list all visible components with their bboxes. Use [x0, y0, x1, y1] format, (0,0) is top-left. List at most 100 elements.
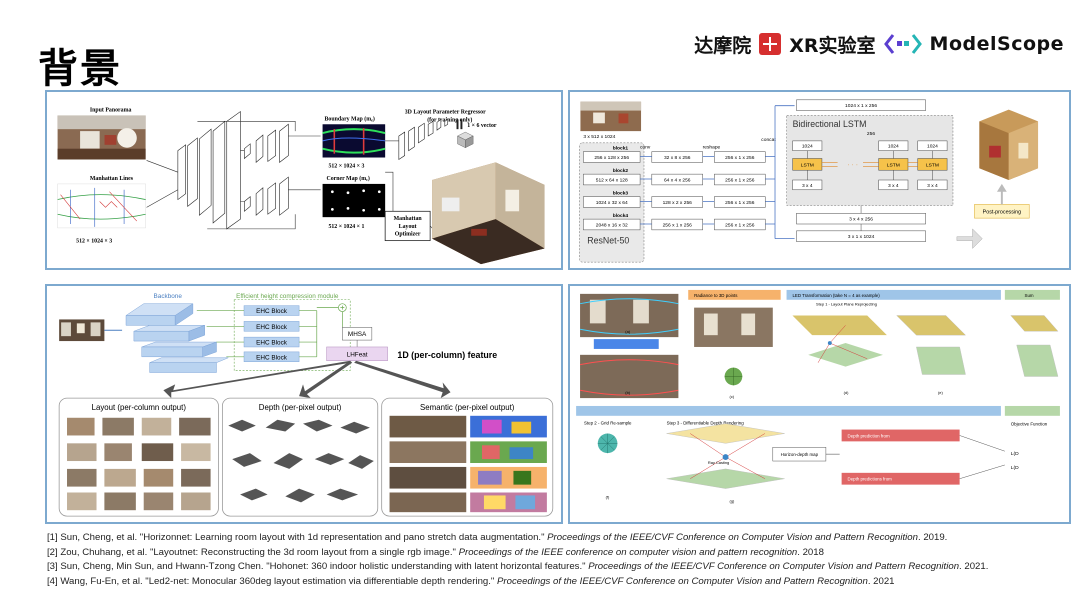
- reference-2: [2] Zou, Chuhang, et al. "Layoutnet: Rec…: [47, 546, 824, 558]
- depth-output-box: Depth (per-pixel output): [221, 397, 379, 517]
- reference-4: [4] Wang, Fu-En, et al. "Led2-net: Monoc…: [47, 575, 895, 587]
- backbone-pyramid: [125, 303, 229, 373]
- svg-text:Post-processing: Post-processing: [983, 210, 1021, 216]
- manhattan-lines-image: [57, 183, 146, 229]
- horizonnet-input-image: [580, 101, 642, 132]
- svg-text:512 x 64 x 128: 512 x 64 x 128: [596, 177, 628, 183]
- layout-output-label: Layout (per-column output): [92, 403, 187, 412]
- led2-pano-c: [694, 307, 773, 347]
- svg-text:64 x 4 x 256: 64 x 4 x 256: [664, 177, 691, 183]
- svg-text:Depth prediction from: Depth prediction from: [848, 433, 890, 438]
- top-feature-box: [796, 99, 926, 111]
- svg-text:Radiance to 3D points: Radiance to 3D points: [694, 293, 738, 298]
- led2net-figure: (a) (b) Radiance to 3D points (c) LED Tr…: [568, 284, 1071, 524]
- led2-header: [786, 289, 1001, 300]
- svg-text:3 x 4: 3 x 4: [927, 183, 938, 189]
- svg-text:(d): (d): [844, 390, 849, 395]
- backbone-label: Backbone: [154, 293, 183, 300]
- input-panorama-image: [57, 115, 146, 160]
- boundary-map-label: Boundary Map (me): [325, 115, 375, 122]
- svg-text:(f): (f): [606, 494, 610, 499]
- svg-text:L(D: L(D: [1011, 451, 1019, 457]
- svg-text:block1: block1: [613, 146, 629, 152]
- corner-map-image: [322, 183, 386, 218]
- svg-text:1024 x 32 x 64: 1024 x 32 x 64: [596, 200, 628, 206]
- input-size-label: 512 × 1024 × 3: [76, 239, 112, 245]
- svg-text:2048 x 16 x 32: 2048 x 16 x 32: [596, 222, 628, 228]
- svg-text:1024: 1024: [888, 144, 899, 150]
- decoder-blocks: [244, 123, 289, 216]
- sum-header: [1004, 289, 1060, 300]
- red-seal-icon: [759, 33, 782, 55]
- depth-output-label: Depth (per-pixel output): [259, 403, 342, 412]
- layout-output-box: Layout (per-column output): [58, 397, 219, 517]
- svg-text:reshape: reshape: [703, 145, 721, 151]
- svg-text:1024 x 1 x 256: 1024 x 1 x 256: [845, 103, 877, 109]
- xrlab-logo-text: XR实验室: [789, 34, 876, 57]
- svg-text:32 x 8 x 256: 32 x 8 x 256: [664, 155, 691, 161]
- svg-text:block2: block2: [613, 168, 629, 174]
- hohonet-figure: Backbone Efficient height compression mo…: [45, 284, 563, 524]
- 3d-layout-render: [979, 109, 1039, 180]
- svg-text:MHSA: MHSA: [348, 331, 367, 338]
- slide-title: 背景: [38, 46, 122, 92]
- vector-label: 1 × 6 vector: [467, 123, 497, 129]
- layout-thumbnails: [67, 417, 211, 511]
- svg-text:· · ·: · · ·: [847, 161, 858, 168]
- svg-text:256 x 128 x 256: 256 x 128 x 256: [594, 155, 629, 161]
- svg-text:Horizon-depth map: Horizon-depth map: [781, 452, 819, 457]
- lstm-cells: 1024 LSTM 3 x 4 1024 LSTM 3 x 4 1024 LST…: [792, 140, 948, 191]
- svg-text:256 x 1 x 256: 256 x 1 x 256: [725, 200, 755, 206]
- svg-text:3 x 4 x 256: 3 x 4 x 256: [849, 217, 873, 223]
- encoder-blocks: [177, 110, 241, 230]
- svg-text:Optimizer: Optimizer: [395, 232, 421, 238]
- reference-1: [1] Sun, Cheng, et al. "Horizonnet: Lear…: [47, 532, 948, 543]
- modelscope-logo-text: ModelScope: [929, 33, 1064, 55]
- regressor-label: 3D Layout Parameter Regressor: [405, 110, 486, 116]
- horizonnet-figure: 3 x 512 x 1024 block1 256 x 128 x 256 bl…: [568, 90, 1071, 270]
- led2-pano-a: [579, 293, 679, 338]
- semantic-maps: [389, 415, 547, 513]
- svg-text:1024: 1024: [927, 144, 938, 150]
- 3d-room-render: [432, 162, 545, 265]
- svg-text:Step 3 - Differentiable Depth: Step 3 - Differentiable Depth Rendering: [667, 421, 745, 426]
- svg-text:block4: block4: [613, 213, 629, 219]
- svg-text:Layout: Layout: [399, 224, 417, 230]
- svg-text:(b): (b): [625, 390, 630, 395]
- svg-text:(e): (e): [938, 390, 943, 395]
- svg-text:EHC Block: EHC Block: [256, 308, 288, 315]
- depth-pred-bar: [841, 472, 960, 485]
- svg-text:Step 1 - Layout Plane Reprojec: Step 1 - Layout Plane Reprojecting: [816, 302, 877, 307]
- svg-text:256 x 1 x 256: 256 x 1 x 256: [663, 222, 693, 228]
- arrow-right-icon: [956, 228, 983, 249]
- depth-pointclouds: [228, 419, 374, 503]
- svg-text:L(D: L(D: [1011, 465, 1019, 471]
- depth-rendering-diagram: Ray Casting: [666, 423, 785, 489]
- svg-text:(g): (g): [730, 498, 735, 503]
- svg-text:Manhattan: Manhattan: [394, 216, 423, 222]
- corner-map-label: Corner Map (mc): [326, 175, 369, 182]
- network-bar: [593, 339, 659, 349]
- optimizer-box: [384, 210, 431, 242]
- svg-text:3 x 1 x 1024: 3 x 1 x 1024: [848, 234, 875, 240]
- ehc-blocks: EHC Block EHC Block EHC Block EHC Block: [243, 305, 300, 362]
- resnet-label: ResNet-50: [587, 236, 629, 246]
- semantic-output-label: Semantic (per-pixel output): [420, 403, 515, 412]
- svg-text:LED Transformation (take N = 4: LED Transformation (take N = 4 as exampl…: [792, 293, 880, 298]
- references-list: [1] Sun, Cheng, et al. "Horizonnet: Lear…: [47, 531, 1072, 589]
- svg-text:LSTM: LSTM: [926, 162, 939, 168]
- flow-arrows: [640, 105, 795, 240]
- header-logos: 达摩院 XR实验室 ModelScope: [694, 30, 1064, 58]
- lstm-arrows: [821, 162, 918, 167]
- svg-text:128 x 2 x 256: 128 x 2 x 256: [663, 200, 693, 206]
- svg-text:(a): (a): [625, 329, 630, 334]
- horizonnet-input-size: 3 x 512 x 1024: [583, 134, 615, 140]
- lstm-title: Bidirectional LSTM: [793, 119, 867, 129]
- branch-arrows: [163, 360, 451, 399]
- svg-text:256 x 1 x 256: 256 x 1 x 256: [725, 222, 755, 228]
- svg-text:Step 2 - Grid Re-sample: Step 2 - Grid Re-sample: [584, 421, 632, 426]
- regressor-blocks: [398, 118, 449, 161]
- svg-text:LSTM: LSTM: [887, 162, 900, 168]
- lhfeat-box: [326, 346, 388, 361]
- input-panorama-label: Input Panorama: [90, 108, 132, 114]
